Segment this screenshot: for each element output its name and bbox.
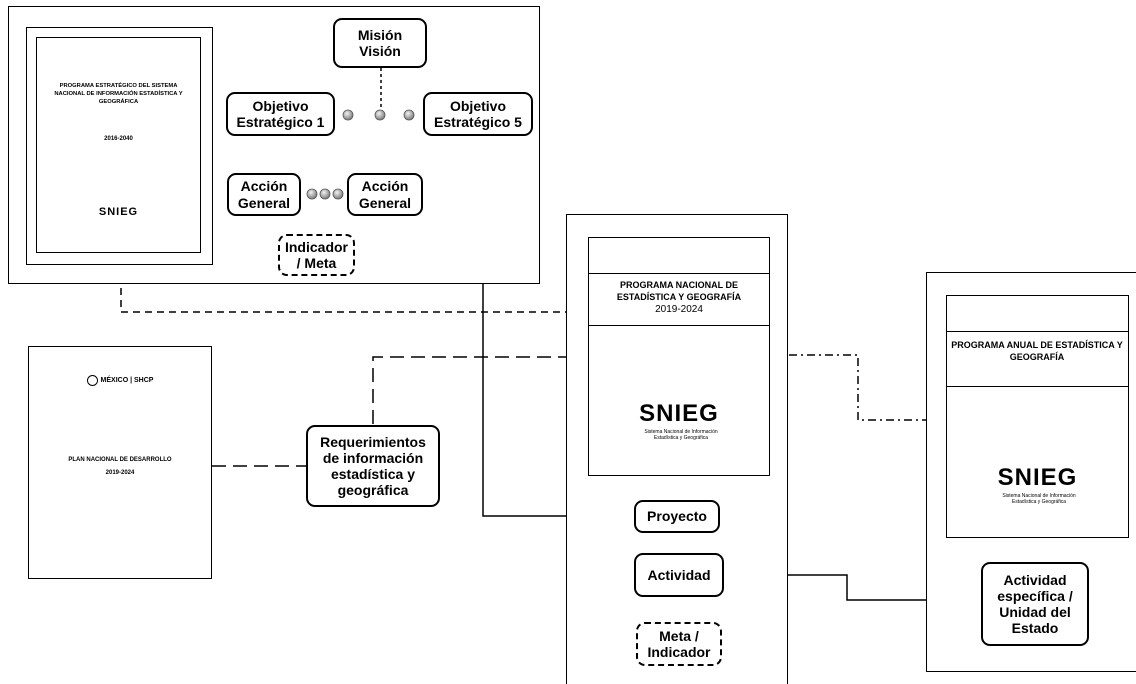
- mision-vision-label: Misión Visión: [357, 26, 403, 59]
- objetivo-estrategico-5-label: Objetivo Estratégico 5: [434, 97, 522, 130]
- accion-general-2-node: Acción General: [347, 173, 423, 216]
- pnieg-document: PROGRAMA NACIONAL DE ESTADÍSTICA Y GEOGR…: [588, 237, 770, 476]
- indicador-meta-node: Indicador / Meta: [278, 234, 355, 276]
- objetivo-estrategico-1-node: Objetivo Estratégico 1: [226, 92, 335, 136]
- actividad-especifica-label: Actividad específica / Unidad del Estado: [997, 571, 1073, 637]
- mision-vision-node: Misión Visión: [333, 18, 427, 68]
- proyecto-node: Proyecto: [634, 500, 720, 533]
- pnd-header-text: MÉXICO | SHCP: [100, 377, 154, 384]
- pnd-title: PLAN NACIONAL DE DESARROLLO: [68, 457, 172, 463]
- paeg-title-band: PROGRAMA ANUAL DE ESTADÍSTICA Y GEOGRAFÍ…: [947, 331, 1128, 387]
- mision-ellipsis-dots: [380, 68, 382, 114]
- paeg-document: PROGRAMA ANUAL DE ESTADÍSTICA Y GEOGRAFÍ…: [946, 295, 1129, 538]
- requerimientos-label: Requerimientos de información estadístic…: [320, 433, 426, 499]
- pnieg-title: PROGRAMA NACIONAL DE ESTADÍSTICA Y GEOGR…: [616, 280, 742, 302]
- pnd-emblem-icon: [86, 375, 98, 386]
- psnieg-years: 2016-2040: [104, 136, 133, 142]
- accion-general-2-label: Acción General: [358, 178, 412, 211]
- accion-general-1-node: Acción General: [227, 173, 301, 216]
- proyecto-label: Proyecto: [647, 508, 707, 525]
- paeg-title: PROGRAMA ANUAL DE ESTADÍSTICA Y GEOGRAFÍ…: [951, 340, 1123, 362]
- pnd-document: MÉXICO | SHCP PLAN NACIONAL DE DESARROLL…: [28, 346, 212, 579]
- actividad-node: Actividad: [634, 553, 724, 597]
- pnieg-logo-sub: Sistema Nacional de Información Estadíst…: [644, 429, 718, 441]
- paeg-logo-sub: Sistema Nacional de Información Estadíst…: [1002, 493, 1076, 505]
- objetivo-estrategico-5-node: Objetivo Estratégico 5: [423, 92, 533, 136]
- accion-ellipsis-dots: [306, 188, 344, 200]
- pnieg-title-band: PROGRAMA NACIONAL DE ESTADÍSTICA Y GEOGR…: [589, 273, 769, 326]
- meta-indicador-node: Meta / Indicador: [636, 622, 722, 666]
- psnieg-document: PROGRAMA ESTRATÉGICO DEL SISTEMA NACIONA…: [26, 27, 213, 265]
- pnieg-to-paeg-connector: [771, 354, 946, 426]
- meta-indicador-label: Meta / Indicador: [647, 627, 711, 660]
- paeg-logo: SNIEG: [997, 464, 1078, 491]
- psnieg-title: PROGRAMA ESTRATÉGICO DEL SISTEMA NACIONA…: [54, 83, 183, 105]
- psnieg-document-inner: PROGRAMA ESTRATÉGICO DEL SISTEMA NACIONA…: [36, 37, 201, 253]
- accion-general-1-label: Acción General: [237, 178, 291, 211]
- indicador-meta-label: Indicador / Meta: [284, 238, 348, 271]
- objetivo-estrategico-1-label: Objetivo Estratégico 1: [236, 97, 325, 130]
- requerimientos-to-pnieg-connector: [372, 351, 590, 424]
- pnd-years: 2019-2024: [105, 470, 135, 476]
- psnieg-logo: SNIEG: [98, 206, 139, 218]
- pnieg-years: 2019-2024: [655, 304, 703, 315]
- requerimientos-node: Requerimientos de información estadístic…: [306, 425, 440, 507]
- actividad-especifica-node: Actividad específica / Unidad del Estado: [981, 562, 1089, 646]
- objetivo-ellipsis-dots: [342, 109, 415, 121]
- pnieg-logo: SNIEG: [639, 400, 719, 427]
- pnd-header-logos: MÉXICO | SHCP: [29, 375, 211, 386]
- actividad-label: Actividad: [647, 566, 711, 583]
